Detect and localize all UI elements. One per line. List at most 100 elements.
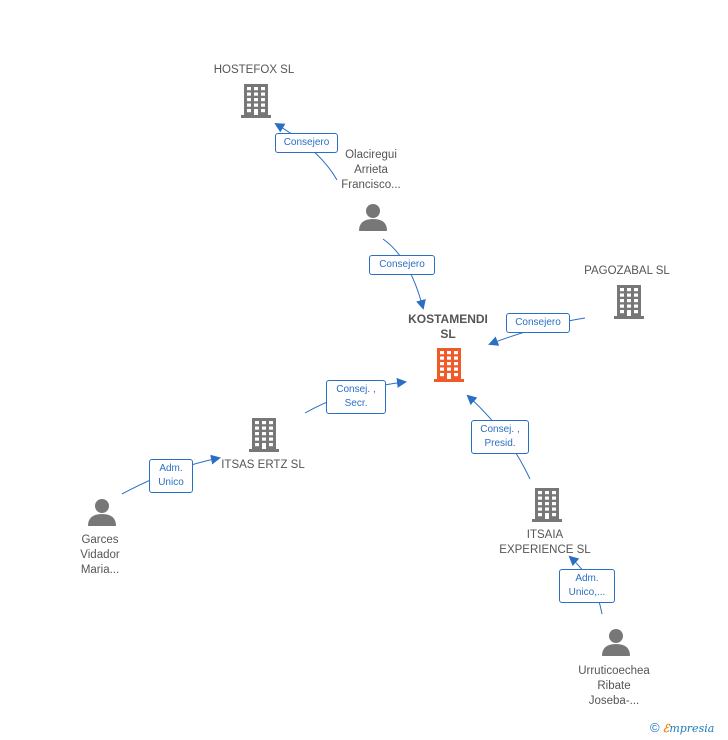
building-window bbox=[255, 443, 259, 447]
main-building-icon[interactable] bbox=[434, 348, 464, 382]
building-window bbox=[634, 293, 638, 297]
edge-label-itsaia-kostamendi[interactable]: Consej. , Presid. bbox=[471, 420, 529, 454]
label-line: Arrieta bbox=[354, 164, 388, 176]
building-window bbox=[255, 426, 259, 430]
building-door bbox=[545, 513, 549, 519]
building-window bbox=[538, 496, 542, 500]
building-window bbox=[634, 299, 638, 303]
building-window bbox=[440, 351, 444, 355]
edge-label-line: Presid. bbox=[484, 438, 516, 449]
building-icon[interactable] bbox=[532, 488, 562, 522]
edge-label-line: Consejero bbox=[515, 317, 561, 328]
building-window bbox=[247, 92, 251, 96]
building-window bbox=[634, 304, 638, 308]
building-icon[interactable] bbox=[241, 84, 271, 118]
building-window bbox=[620, 304, 624, 308]
building-window bbox=[247, 98, 251, 102]
building-window bbox=[627, 288, 631, 292]
building-window bbox=[262, 426, 266, 430]
building-window bbox=[254, 92, 258, 96]
node-label-kostamendi[interactable]: KOSTAMENDI SL bbox=[398, 312, 498, 342]
label-line: Ribate bbox=[597, 680, 631, 692]
node-label-itsaia[interactable]: ITSAIA EXPERIENCE SL bbox=[495, 528, 595, 558]
building-window bbox=[447, 362, 451, 366]
building-icon[interactable] bbox=[614, 285, 644, 319]
edge-label-line: Consejero bbox=[283, 137, 330, 148]
building-window bbox=[454, 362, 458, 366]
building-window bbox=[538, 502, 542, 506]
building-window bbox=[255, 432, 259, 436]
building-window bbox=[254, 103, 258, 107]
building-window bbox=[620, 299, 624, 303]
edge-label-line: Consejero bbox=[379, 259, 425, 270]
edge-label-olaciregui-hostefox[interactable]: Consejero bbox=[275, 133, 338, 153]
label-line: ITSAIA bbox=[526, 529, 564, 541]
brand-name: mpresia bbox=[669, 722, 715, 735]
building-window bbox=[545, 507, 549, 511]
label-line: KOSTAMENDI bbox=[408, 312, 488, 326]
building-window bbox=[447, 351, 451, 355]
building-window bbox=[447, 367, 451, 371]
building-window bbox=[447, 356, 451, 360]
building-window bbox=[262, 437, 266, 441]
building-window bbox=[454, 373, 458, 377]
node-label-pagozabal[interactable]: PAGOZABAL SL bbox=[584, 265, 670, 277]
building-window bbox=[440, 362, 444, 366]
footer-brand[interactable]: © ℰmpresia bbox=[650, 720, 714, 735]
edge-label-line: Consej. , bbox=[336, 384, 376, 395]
node-label-itsas-ertz[interactable]: ITSAS ERTZ SL bbox=[221, 459, 305, 471]
building-window bbox=[255, 421, 259, 425]
building-door bbox=[254, 109, 258, 115]
building-window bbox=[440, 373, 444, 377]
building-icon[interactable] bbox=[249, 418, 279, 452]
building-window bbox=[545, 496, 549, 500]
label-line: SL bbox=[440, 327, 456, 341]
building-door bbox=[627, 310, 631, 316]
node-label-hostefox[interactable]: HOSTEFOX SL bbox=[213, 64, 295, 76]
building-window bbox=[552, 513, 556, 517]
building-window bbox=[620, 293, 624, 297]
building-window bbox=[261, 98, 265, 102]
building-window bbox=[254, 87, 258, 91]
building-window bbox=[620, 288, 624, 292]
building-window bbox=[269, 421, 273, 425]
building-window bbox=[552, 502, 556, 506]
node-label-garces[interactable]: Garces Vidador Maria... bbox=[50, 533, 150, 578]
node-label-urruticoechea[interactable]: Urruticoechea Ribate Joseba-... bbox=[564, 664, 664, 709]
edge-label-line: Consej. , bbox=[480, 424, 520, 435]
label-line: Garces bbox=[81, 534, 119, 546]
building-window bbox=[634, 288, 638, 292]
building-window bbox=[538, 491, 542, 495]
building-window bbox=[255, 437, 259, 441]
person-icon[interactable] bbox=[602, 629, 630, 656]
building-window bbox=[538, 507, 542, 511]
edge-label-line: Adm. bbox=[159, 463, 183, 474]
building-window bbox=[269, 437, 273, 441]
building-door bbox=[262, 443, 266, 449]
node-label-olaciregui[interactable]: Olaciregui Arrieta Francisco... bbox=[321, 148, 421, 193]
edge-label-olaciregui-kostamendi[interactable]: Consejero bbox=[369, 255, 435, 275]
person-icon[interactable] bbox=[359, 204, 387, 231]
edge-label-garces-itsas[interactable]: Adm. Unico bbox=[149, 459, 193, 493]
edge-label-line: Unico,... bbox=[568, 587, 606, 598]
label-line: Olaciregui bbox=[345, 149, 397, 161]
building-window bbox=[440, 356, 444, 360]
building-window bbox=[552, 507, 556, 511]
building-window bbox=[634, 310, 638, 314]
edge-label-urruticoechea-itsaia[interactable]: Adm. Unico,... bbox=[559, 569, 615, 603]
building-window bbox=[262, 432, 266, 436]
person-icon[interactable] bbox=[88, 499, 116, 526]
building-window bbox=[454, 351, 458, 355]
building-window bbox=[620, 310, 624, 314]
building-window bbox=[627, 304, 631, 308]
building-window bbox=[552, 496, 556, 500]
building-window bbox=[627, 299, 631, 303]
copyright-icon: © bbox=[650, 720, 660, 735]
building-window bbox=[261, 92, 265, 96]
edge-label-pagozabal-kostamendi[interactable]: Consejero bbox=[506, 313, 570, 333]
edge-label-itsas-kostamendi[interactable]: Consej. , Secr. bbox=[326, 380, 386, 414]
edge-label-line: Secr. bbox=[344, 398, 368, 409]
building-window bbox=[538, 513, 542, 517]
building-window bbox=[254, 98, 258, 102]
